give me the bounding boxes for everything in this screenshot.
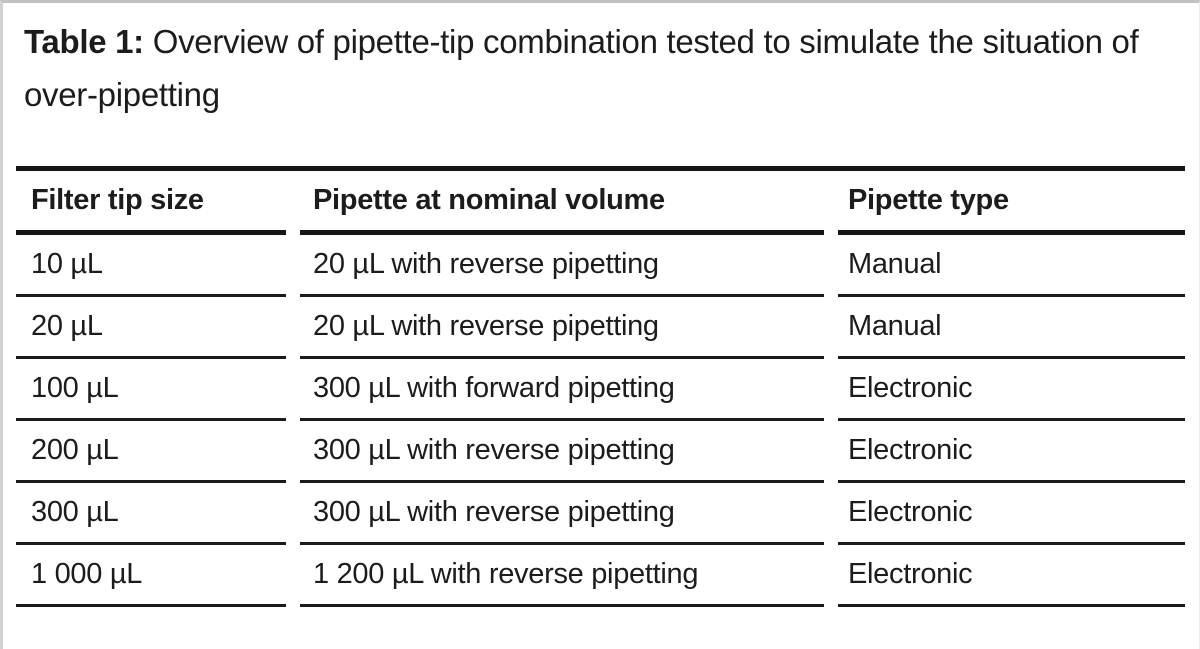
cell-filter-tip-size: 20 µL xyxy=(16,297,286,359)
cell-pipette-type: Electronic xyxy=(838,421,1185,483)
cell-pipette-at-nominal-volume: 1 200 µL with reverse pipetting xyxy=(300,545,824,607)
table-row: 200 µL 300 µL with reverse pipetting Ele… xyxy=(16,421,1185,483)
column-header-filter-tip-size: Filter tip size xyxy=(16,171,286,235)
cell-pipette-at-nominal-volume: 20 µL with reverse pipetting xyxy=(300,297,824,359)
cell-pipette-type: Manual xyxy=(838,235,1185,297)
cell-pipette-type: Electronic xyxy=(838,483,1185,545)
cell-pipette-at-nominal-volume: 300 µL with reverse pipetting xyxy=(300,483,824,545)
cell-filter-tip-size: 1 000 µL xyxy=(16,545,286,607)
cell-pipette-type: Electronic xyxy=(838,545,1185,607)
table-row: 300 µL 300 µL with reverse pipetting Ele… xyxy=(16,483,1185,545)
cell-filter-tip-size: 10 µL xyxy=(16,235,286,297)
table-row: 1 000 µL 1 200 µL with reverse pipetting… xyxy=(16,545,1185,607)
cell-pipette-at-nominal-volume: 20 µL with reverse pipetting xyxy=(300,235,824,297)
table-header-row: Filter tip size Pipette at nominal volum… xyxy=(16,171,1185,235)
cell-pipette-type: Electronic xyxy=(838,359,1185,421)
cell-filter-tip-size: 100 µL xyxy=(16,359,286,421)
table-row: 20 µL 20 µL with reverse pipetting Manua… xyxy=(16,297,1185,359)
cell-filter-tip-size: 300 µL xyxy=(16,483,286,545)
cell-pipette-at-nominal-volume: 300 µL with forward pipetting xyxy=(300,359,824,421)
column-header-pipette-at-nominal-volume: Pipette at nominal volume xyxy=(300,171,824,235)
cell-pipette-type: Manual xyxy=(838,297,1185,359)
pipette-combinations-table: Filter tip size Pipette at nominal volum… xyxy=(16,165,1185,607)
caption-text: Overview of pipette-tip combination test… xyxy=(24,23,1139,114)
caption-label: Table 1: xyxy=(24,23,144,60)
table-row: 10 µL 20 µL with reverse pipetting Manua… xyxy=(16,235,1185,297)
table-caption: Table 1: Overview of pipette-tip combina… xyxy=(24,15,1154,122)
cell-pipette-at-nominal-volume: 300 µL with reverse pipetting xyxy=(300,421,824,483)
column-header-pipette-type: Pipette type xyxy=(838,171,1185,235)
cell-filter-tip-size: 200 µL xyxy=(16,421,286,483)
table-row: 100 µL 300 µL with forward pipetting Ele… xyxy=(16,359,1185,421)
